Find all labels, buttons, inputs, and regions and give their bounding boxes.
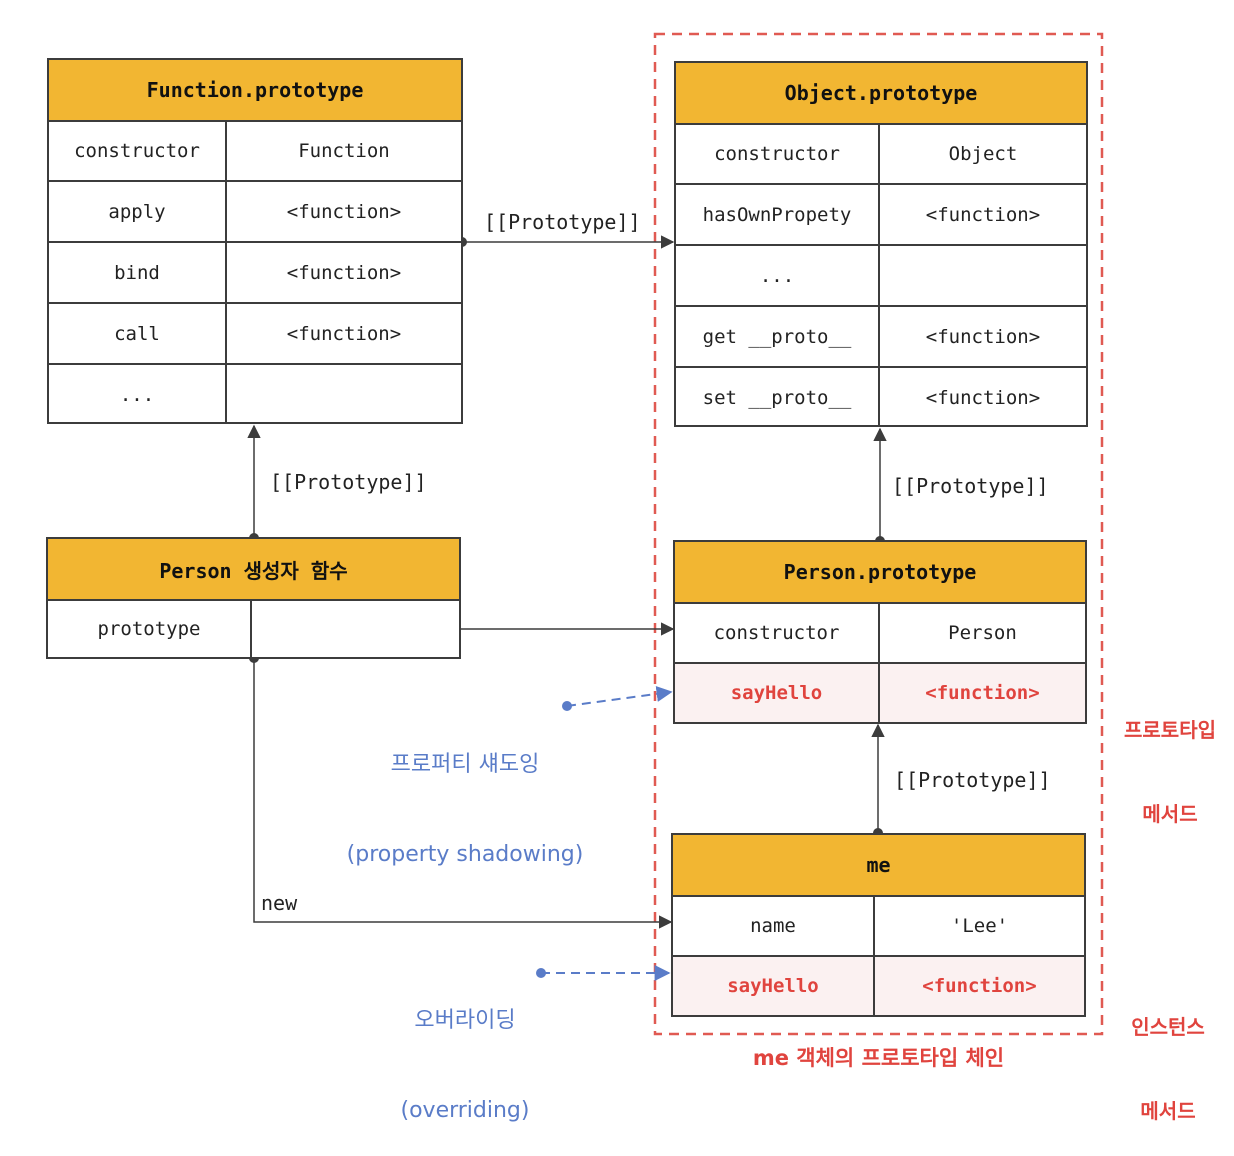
property-value: Person — [948, 622, 1017, 644]
table-row: apply <function> — [49, 182, 461, 243]
property-key: constructor — [49, 122, 227, 180]
label-instance-method-line1: 인스턴스 — [1131, 1015, 1205, 1039]
property-key: get __proto__ — [676, 307, 880, 366]
table-row: call <function> — [49, 304, 461, 365]
label-prototype-me-pp: [[Prototype]] — [894, 768, 1051, 792]
label-prototype-fn-obj: [[Prototype]] — [484, 210, 641, 234]
table-row: ... — [676, 246, 1086, 307]
table-row: get __proto__ <function> — [676, 307, 1086, 368]
property-key: call — [49, 304, 227, 363]
arrow-overriding — [536, 965, 671, 981]
prototype-chain-border — [653, 32, 1104, 1036]
property-value — [252, 601, 459, 657]
table-row: bind <function> — [49, 243, 461, 304]
property-key: sayHello — [673, 957, 875, 1015]
property-value: <function> — [925, 682, 1040, 704]
property-value: <function> — [925, 325, 1041, 348]
property-key: hasOwnPropety — [676, 185, 880, 244]
table-row: constructor Object — [676, 125, 1086, 185]
label-prototype-person-fn: [[Prototype]] — [270, 470, 427, 494]
label-instance-method: 인스턴스 메서드 — [1108, 957, 1228, 1153]
person-constructor-title: Person 생성자 함수 — [48, 539, 459, 601]
object-prototype-title: Object.prototype — [676, 63, 1086, 125]
property-value: <function> — [922, 975, 1037, 997]
property-value: <function> — [286, 261, 402, 284]
property-key: constructor — [676, 125, 880, 183]
table-row: set __proto__ <function> — [676, 368, 1086, 427]
note-shadowing-ko: 프로퍼티 섀도잉 — [390, 752, 540, 777]
property-value: <function> — [925, 203, 1041, 226]
property-value — [227, 365, 461, 424]
label-prototype-method-line1: 프로토타입 — [1124, 718, 1216, 742]
property-key: bind — [49, 243, 227, 302]
me-box: me name 'Lee' sayHello <function> — [671, 833, 1086, 1017]
property-value: <function> — [286, 322, 402, 345]
property-key: name — [673, 897, 875, 955]
person-prototype-title: Person.prototype — [675, 542, 1085, 604]
note-shadowing-en: (property shadowing) — [346, 842, 584, 867]
label-instance-method-line2: 메서드 — [1140, 1099, 1196, 1123]
function-prototype-title: Function.prototype — [49, 60, 461, 122]
label-prototype-chain: me 객체의 프로토타입 체인 — [752, 1046, 1005, 1070]
note-overriding-en: (overriding) — [400, 1098, 530, 1123]
arrow-personproto-to-object — [873, 427, 887, 546]
arrow-shadowing — [562, 685, 673, 711]
object-prototype-box: Object.prototype constructor Object hasOw… — [674, 61, 1088, 427]
table-row: sayHello <function> — [673, 957, 1084, 1015]
property-value: Object — [948, 143, 1018, 165]
property-value — [880, 246, 1086, 305]
property-key: ... — [49, 365, 227, 424]
property-key: apply — [49, 182, 227, 241]
me-title: me — [673, 835, 1084, 897]
person-prototype-box: Person.prototype constructor Person sayHe… — [673, 540, 1087, 724]
property-value: Function — [298, 140, 390, 162]
arrow-me-to-personproto — [871, 723, 885, 838]
table-row: ... — [49, 365, 461, 424]
property-key: set __proto__ — [676, 368, 880, 427]
function-prototype-box: Function.prototype constructor Function a… — [47, 58, 463, 424]
arrow-function-to-object — [457, 235, 675, 249]
property-key: ... — [676, 246, 880, 305]
note-overriding: 오버라이딩 (overriding) — [385, 946, 545, 1156]
note-overriding-ko: 오버라이딩 — [414, 1008, 516, 1033]
label-prototype-method-line2: 메서드 — [1142, 802, 1198, 826]
property-value: <function> — [286, 200, 402, 223]
note-property-shadowing: 프로퍼티 섀도잉 (property shadowing) — [330, 690, 600, 900]
label-prototype-pp-obj: [[Prototype]] — [892, 474, 1049, 498]
label-new: new — [261, 891, 298, 915]
property-value: <function> — [925, 386, 1041, 409]
person-constructor-box: Person 생성자 함수 prototype — [46, 537, 461, 659]
arrow-person-to-function — [247, 424, 261, 543]
table-row: prototype — [48, 601, 459, 657]
table-row: constructor Person — [675, 604, 1085, 664]
property-key: prototype — [48, 601, 252, 657]
label-prototype-method: 프로토타입 메서드 — [1110, 660, 1230, 856]
table-row: hasOwnPropety <function> — [676, 185, 1086, 246]
property-value: 'Lee' — [950, 915, 1009, 937]
table-row: constructor Function — [49, 122, 461, 182]
property-key: constructor — [675, 604, 880, 662]
table-row: sayHello <function> — [675, 664, 1085, 722]
property-key: sayHello — [675, 664, 880, 722]
table-row: name 'Lee' — [673, 897, 1084, 957]
